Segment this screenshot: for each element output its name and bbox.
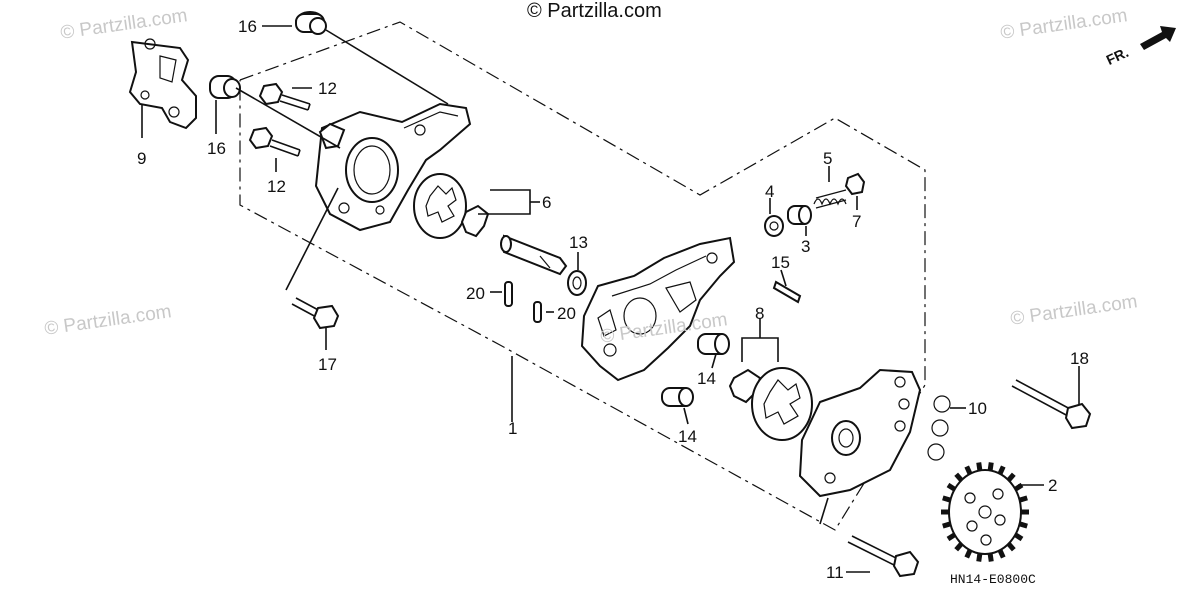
gear-tooth xyxy=(942,521,952,529)
gear-tooth xyxy=(964,465,973,475)
callout-15[interactable]: 15 xyxy=(771,253,790,272)
callout-14[interactable]: 14 xyxy=(697,369,716,388)
gear-tooth xyxy=(1018,521,1028,529)
callout-2[interactable]: 2 xyxy=(1048,476,1058,495)
gear-tooth xyxy=(946,532,957,542)
callout-16[interactable]: 16 xyxy=(238,17,257,36)
drive-gear-2 xyxy=(941,462,1029,562)
dowel-pin-upper xyxy=(295,11,327,35)
gear-tooth xyxy=(987,462,994,471)
pump-shaft xyxy=(500,234,568,276)
gear-tooth xyxy=(1006,472,1016,482)
relief-valve-seat-4 xyxy=(764,215,784,237)
callout-5[interactable]: 5 xyxy=(823,149,833,168)
pump-body-center xyxy=(580,236,736,382)
outer-rotor-8 xyxy=(751,367,813,441)
dowel-pin-lower xyxy=(209,75,241,99)
callout-7[interactable]: 7 xyxy=(852,212,862,231)
front-direction-arrow-icon xyxy=(1140,26,1176,50)
gear-tooth xyxy=(976,462,983,471)
gear-tooth xyxy=(964,549,973,559)
gear-tooth xyxy=(1018,495,1028,503)
pin-20-left xyxy=(504,281,513,307)
bolt-upper xyxy=(258,82,311,111)
relief-cap-7 xyxy=(844,172,866,196)
gear-tooth xyxy=(946,482,957,492)
bolt-11 xyxy=(847,535,920,578)
gear-tooth xyxy=(1013,532,1024,542)
thrust-washer xyxy=(567,270,587,296)
callout-18[interactable]: 18 xyxy=(1070,349,1089,368)
callout-10[interactable]: 10 xyxy=(968,399,987,418)
gear-tooth xyxy=(954,542,964,552)
gear-tooth xyxy=(942,495,952,503)
bracket-plate xyxy=(128,38,197,130)
outer-rotor-6 xyxy=(413,173,467,239)
pump-end-cover xyxy=(798,368,922,498)
callout-12[interactable]: 12 xyxy=(318,79,337,98)
gear-tooth xyxy=(987,553,994,562)
callout-13[interactable]: 13 xyxy=(569,233,588,252)
callout-17[interactable]: 17 xyxy=(318,355,337,374)
gear-tooth xyxy=(954,472,964,482)
callout-1[interactable]: 1 xyxy=(508,419,518,438)
o-ring-gasket-10 xyxy=(927,395,951,461)
cotter-pin-15 xyxy=(772,280,802,304)
callout-6[interactable]: 6 xyxy=(542,193,552,212)
dowel-14-lower xyxy=(661,387,694,407)
pump-cover-body xyxy=(314,102,472,232)
gear-tooth xyxy=(997,465,1006,475)
bolt-lower xyxy=(248,126,301,157)
callout-9[interactable]: 9 xyxy=(137,149,147,168)
callout-4[interactable]: 4 xyxy=(765,182,775,201)
callout-11[interactable]: 11 xyxy=(826,563,844,582)
dowel-14-upper xyxy=(697,333,730,355)
callout-20[interactable]: 20 xyxy=(466,284,485,303)
leader-lines xyxy=(141,25,1080,573)
gear-tooth xyxy=(997,549,1006,559)
relief-spring-5 xyxy=(813,189,847,209)
callout-3[interactable]: 3 xyxy=(801,237,811,256)
bolt-18 xyxy=(1011,379,1092,430)
copyright-notice: © Partzilla.com xyxy=(527,0,662,22)
pin-20-right xyxy=(533,301,542,323)
gear-tooth xyxy=(1006,542,1016,552)
relief-valve-piston-3 xyxy=(787,205,812,225)
callout-14[interactable]: 14 xyxy=(678,427,697,446)
callout-12[interactable]: 12 xyxy=(267,177,286,196)
diagram-code: HN14-E0800C xyxy=(950,572,1036,587)
callout-8[interactable]: 8 xyxy=(755,304,765,323)
callout-16[interactable]: 16 xyxy=(207,139,226,158)
bolt-17 xyxy=(291,297,340,330)
gear-tooth xyxy=(976,553,983,562)
callout-20[interactable]: 20 xyxy=(557,304,576,323)
